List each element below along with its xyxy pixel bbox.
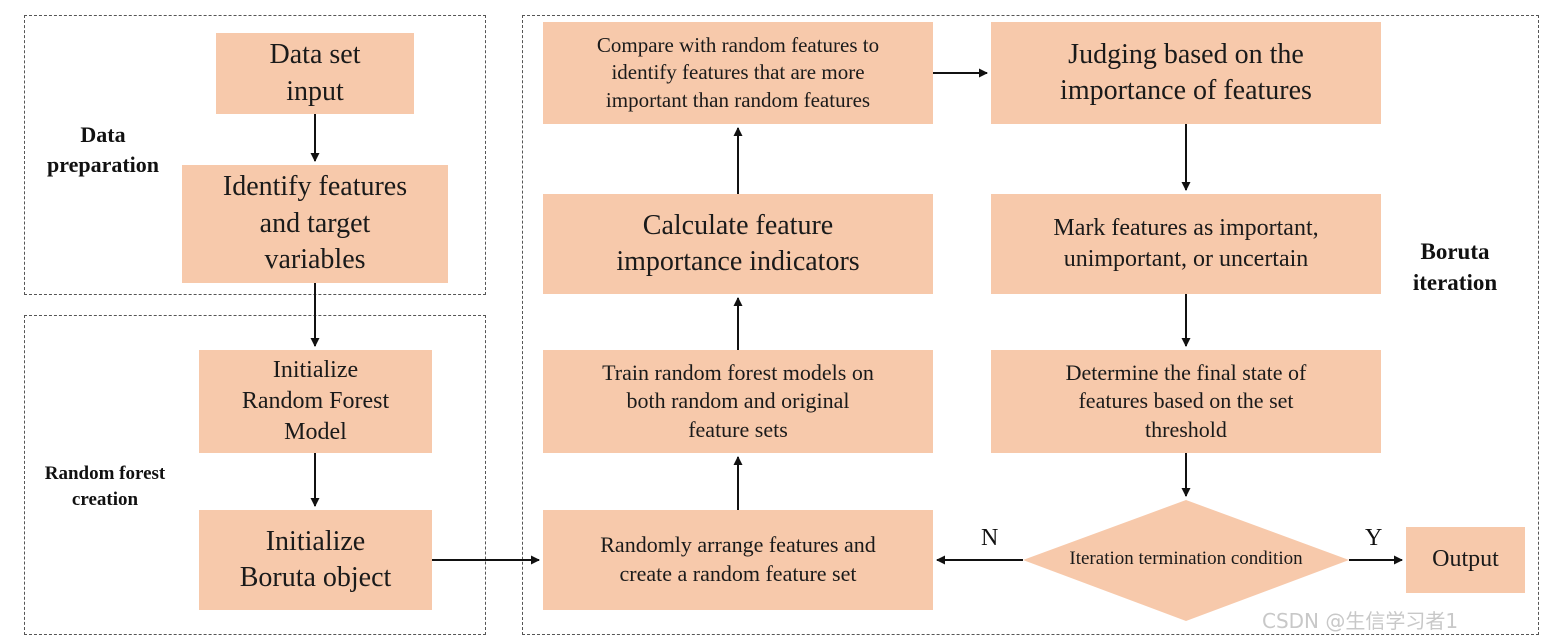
node-compare-random: Compare with random features to identify… bbox=[543, 22, 933, 124]
group-label-boruta-iteration: Boruta iteration bbox=[1412, 239, 1498, 296]
group-label-random-forest-creation: Random forest creation bbox=[44, 463, 166, 510]
group-data-preparation bbox=[24, 15, 486, 295]
node-identify-features: Identify features and target variables bbox=[182, 165, 448, 283]
node-mark-features: Mark features as important, unimportant,… bbox=[991, 194, 1381, 294]
decision-diamond bbox=[1023, 500, 1349, 621]
node-judging: Judging based on the importance of featu… bbox=[991, 22, 1381, 124]
node-output: Output bbox=[1406, 527, 1525, 593]
node-calculate-importance: Calculate feature importance indicators bbox=[543, 194, 933, 294]
edge-label-yes: Y bbox=[1365, 525, 1383, 551]
node-data-set-input: Data set input bbox=[216, 33, 414, 114]
node-determine-state: Determine the final state of features ba… bbox=[991, 350, 1381, 453]
node-initialize-boruta: Initialize Boruta object bbox=[199, 510, 432, 610]
node-randomly-arrange: Randomly arrange features and create a r… bbox=[543, 510, 933, 610]
edge-label-no: N bbox=[981, 525, 999, 551]
group-boruta-iteration bbox=[522, 15, 1539, 635]
group-random-forest-creation bbox=[24, 315, 486, 635]
decision-text: Iteration termination condition bbox=[1069, 548, 1303, 569]
watermark: CSDN @生信学习者1 bbox=[1262, 609, 1459, 633]
node-initialize-rf-model: Initialize Random Forest Model bbox=[199, 350, 432, 453]
node-train-rf: Train random forest models on both rando… bbox=[543, 350, 933, 453]
group-label-data-preparation: Data preparation bbox=[46, 122, 160, 177]
